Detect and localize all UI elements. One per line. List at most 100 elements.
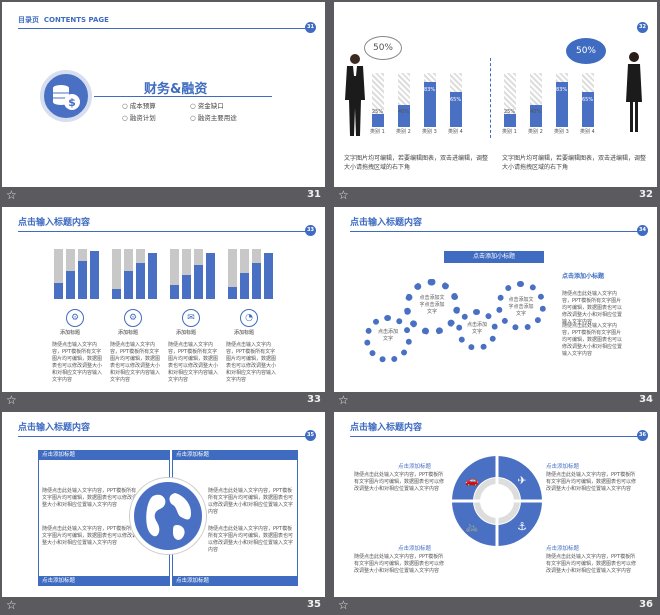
box-title: 点击添加标题 [172,576,298,586]
page-badge: 35 [305,430,316,441]
coins-icon: $ [40,70,92,122]
gear-icon [404,279,460,335]
star-icon[interactable]: ☆ [338,393,349,407]
bar-group [170,249,216,299]
page-badge: 36 [637,430,648,441]
title-divider [350,436,645,437]
bar-group [112,249,158,299]
item-label: 添加标题 [176,330,197,336]
item-text: 随便点击输入文字内容，PPT模板所有文字图片均可编辑，数据图表也可以修改调整大小… [110,342,161,383]
item-text: 随便点击输入文字内容，PPT模板所有文字图片均可编辑，数据图表也可以修改调整大小… [168,342,219,383]
text-top-left: 随便点击此处输入文字内容，PPT模板所有文字图片均可编辑，数据图表也可以修改调整… [354,472,445,492]
item-label: 添加标题 [234,330,255,336]
globe-icon [130,478,206,554]
gear-text: 点击添加文字点击添加文字 [508,297,534,317]
description-right: 文字图片均可编辑，若要编辑图表，双击进编辑，调整大小请拖拽区域的右下角 [502,155,647,171]
box-title: 点击添加标题 [38,450,170,460]
gear-text: 点击添加文字 [378,329,399,342]
star-icon[interactable]: ☆ [6,393,17,407]
star-icon[interactable]: ☆ [338,598,349,612]
page-badge: 32 [637,22,648,33]
slide-title: 财务&融资 [144,82,208,97]
box-text: 随便点击此处输入文字内容，PPT模板所有文字图片均可编辑，数据图表也可以修改调整… [42,526,138,546]
star-icon[interactable]: ☆ [338,188,349,202]
slide-35: 点击输入标题内容 35 点击添加标题 点击添加标题 点击添加标题 点击添加标题 … [2,412,325,597]
slide-31: 目录页 CONTENTS PAGE 31 $ 财务&融资 ○ 成本预算 ○ 资金… [2,2,325,187]
slide-number: 34 [639,394,653,405]
thumb-footer: ☆ 35 [2,597,325,615]
svg-text:⚓: ⚓ [517,520,527,533]
slide-thumbnail-36[interactable]: 点击输入标题内容 36 🚗 ✈ 🚲 ⚓ 点击添加标题 随便点击此处输入文字内容，… [334,412,657,615]
slide-title: 点击输入标题内容 [18,423,91,433]
box-text: 随便点击此处输入文字内容，PPT模板所有文字图片均可编辑，数据图表也可以修改调整… [208,488,294,515]
title-divider [18,231,313,232]
svg-text:$: $ [68,96,76,109]
bar-chart-right [500,72,600,127]
text-top-right: 随便点击此处输入文字内容，PPT模板所有文字图片均可编辑，数据图表也可以修改调整… [546,472,637,492]
svg-text:🚲: 🚲 [465,520,479,533]
star-icon[interactable]: ☆ [6,188,17,202]
speech-bubble-right: 50% [566,38,606,64]
box-text: 随便点击此处输入文字内容，PPT模板所有文字图片均可编辑，数据图表也可以修改调整… [42,488,138,508]
bar-chart-left [368,72,468,127]
title-underline [94,96,272,97]
box-title: 点击添加标题 [172,450,298,460]
bar-group [54,249,100,299]
dashed-divider [490,58,491,138]
list-item: ○ 融资主要用途 [190,114,237,122]
slide-title: 点击输入标题内容 [350,218,423,228]
slide-thumbnail-33[interactable]: 点击输入标题内容 33 ⚙ ⚙ ✉ ◔ [2,207,325,410]
title-divider [350,231,645,232]
slide-title: 点击输入标题内容 [18,218,91,228]
divider [18,28,308,29]
thumb-footer: ☆ 36 [334,597,657,615]
slide-thumbnail-35[interactable]: 点击输入标题内容 35 点击添加标题 点击添加标题 点击添加标题 点击添加标题 … [2,412,325,615]
slide-33: 点击输入标题内容 33 ⚙ ⚙ ✉ ◔ [2,207,325,392]
box-text: 随便点击此处输入文字内容，PPT模板所有文字图片均可编辑，数据图表也可以修改调整… [208,526,294,553]
box-title: 点击添加标题 [38,576,170,586]
page-badge: 33 [305,225,316,236]
label-bottom-left: 点击添加标题 [398,546,432,552]
gear-icon [364,315,412,363]
right-text: 随便点击此处输入文字内容，PPT模板所有文字图片均可编辑，数据图表也可以修改调整… [562,323,623,357]
text-bottom-left: 随便点击此处输入文字内容，PPT模板所有文字图片均可编辑，数据图表也可以修改调整… [354,554,445,574]
text-bottom-right: 随便点击此处输入文字内容，PPT模板所有文字图片均可编辑，数据图表也可以修改调整… [546,554,637,574]
businessman-figure [342,52,368,138]
slide-number: 36 [639,599,653,610]
label-bottom-right: 点击添加标题 [546,546,580,552]
globe-icon: ⚙ [66,309,84,327]
businesswoman-figure [624,50,644,136]
thumb-footer: ☆ 34 [334,392,657,410]
slide-thumbnail-31[interactable]: 目录页 CONTENTS PAGE 31 $ 财务&融资 ○ 成本预算 ○ 资金… [2,2,325,205]
item-text: 随便点击输入文字内容，PPT模板所有文字图片均可编辑，数据图表也可以修改调整大小… [226,342,277,383]
gear-icon [496,281,546,331]
slide-thumbnail-34[interactable]: 点击输入标题内容 34 点击添加小标题 点击添加文字 点击添加文字点击添加文字 … [334,207,657,410]
item-text: 随便点击输入文字内容，PPT模板所有文字图片均可编辑，数据图表也可以修改调整大小… [52,342,103,383]
list-item: ○ 成本预算 [122,102,156,110]
bar-group [228,249,274,299]
page-badge: 31 [305,22,316,33]
mail-icon: ✉ [182,309,200,327]
description-left: 文字图片均可编辑，若要编辑图表，双击进编辑，调整大小请拖拽区域的右下角 [344,155,489,171]
subtitle-box: 点击添加小标题 [444,251,544,263]
right-title: 点击添加小标题 [562,273,605,280]
slide-title: 点击输入标题内容 [350,423,423,433]
slide-36: 点击输入标题内容 36 🚗 ✈ 🚲 ⚓ 点击添加标题 随便点击此处输入文字内容，… [334,412,657,597]
list-item: ○ 资金缺口 [190,102,224,110]
settings-icon: ⚙ [124,309,142,327]
item-label: 添加标题 [60,330,81,336]
slide-number: 32 [639,189,653,200]
slide-34: 点击输入标题内容 34 点击添加小标题 点击添加文字 点击添加文字点击添加文字 … [334,207,657,392]
label-top-right: 点击添加标题 [546,464,580,470]
pie-icon: ◔ [240,309,258,327]
slide-number: 35 [307,599,321,610]
circle-diagram: 🚗 ✈ 🚲 ⚓ [450,454,544,548]
speech-bubble-left: 50% [364,36,402,60]
gear-text: 点击添加文字 [466,322,487,335]
bar-labels-right: 25%40%83%65% [504,87,594,115]
star-icon[interactable]: ☆ [6,598,17,612]
list-item: ○ 融资计划 [122,114,156,122]
svg-text:✈: ✈ [517,474,526,487]
slide-number: 31 [307,189,321,200]
